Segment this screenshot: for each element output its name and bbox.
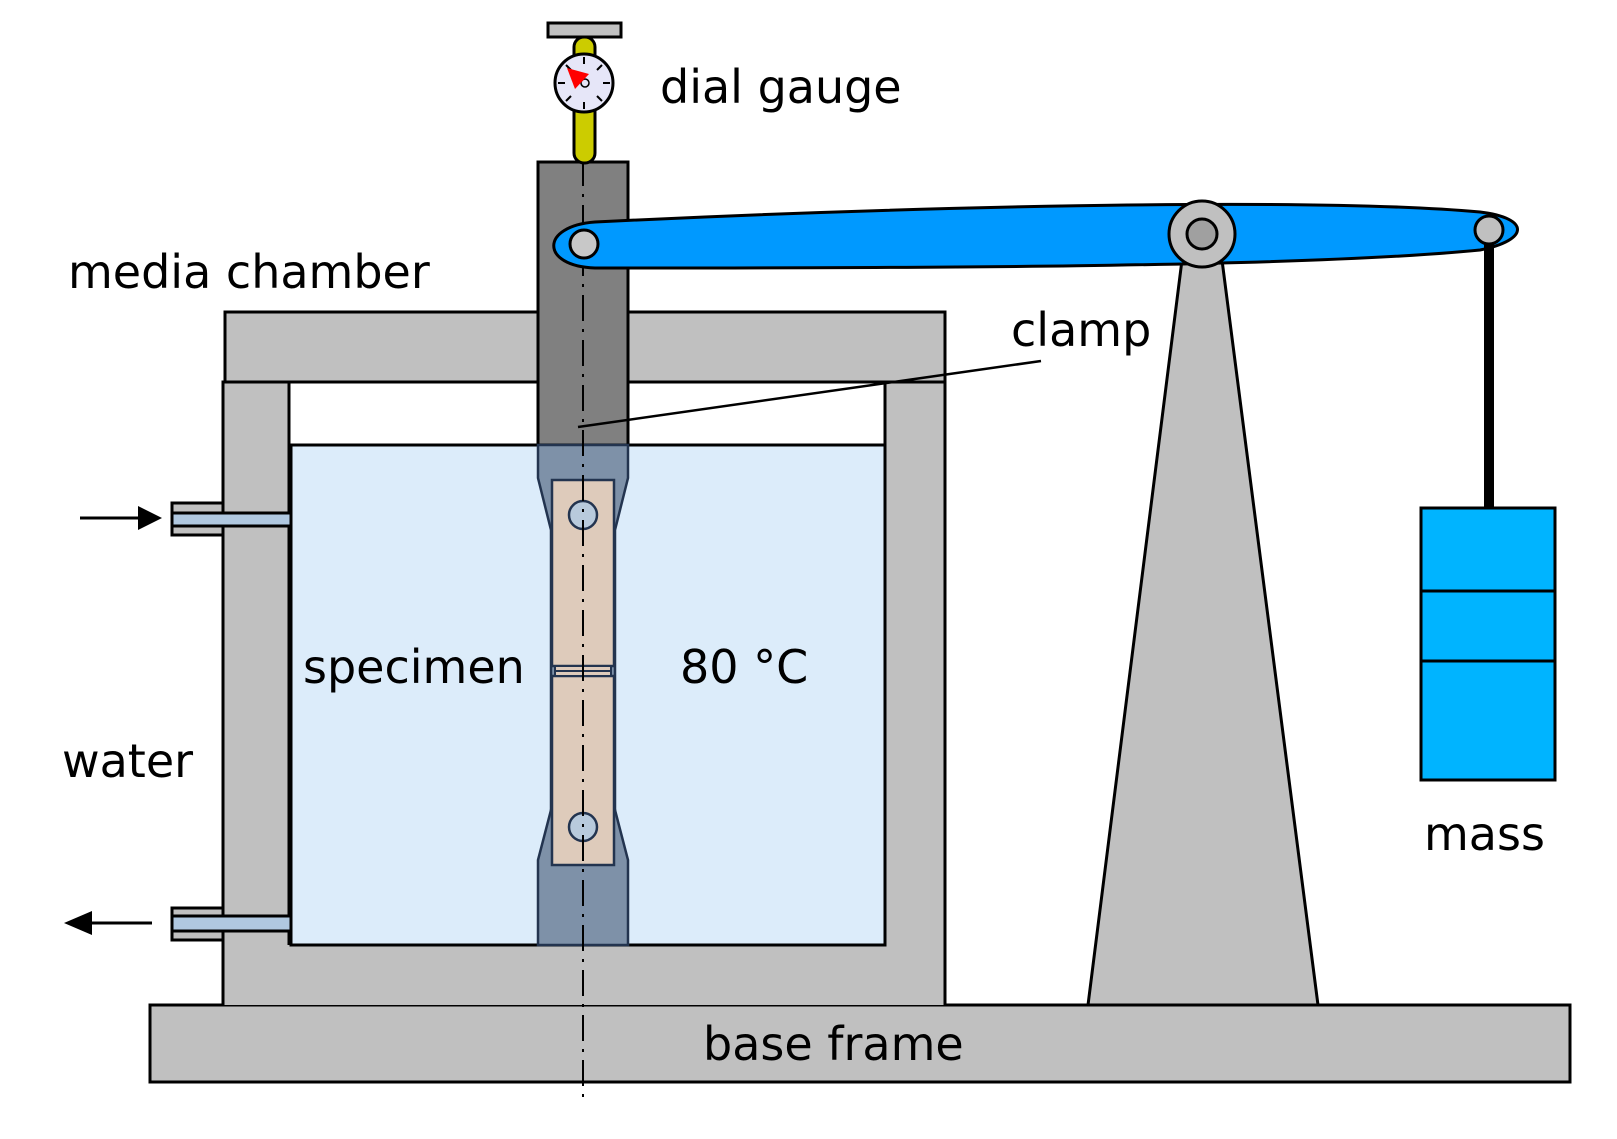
mass-stack xyxy=(1419,506,1557,782)
fulcrum-pivot-inner xyxy=(1185,217,1219,251)
label-clamp: clamp xyxy=(1011,303,1151,357)
lever-arm xyxy=(552,202,1519,270)
clamp-leader-line xyxy=(577,359,1042,429)
chamber-right-wall xyxy=(883,380,947,1007)
chamber-left-wall xyxy=(221,380,291,1007)
lever-right-pin xyxy=(1473,214,1505,246)
lever-left-pin xyxy=(568,228,600,260)
label-temperature: 80 °C xyxy=(680,640,808,694)
gauge-needle xyxy=(567,68,589,89)
inlet-arrow-icon xyxy=(80,506,162,530)
hanger-rod xyxy=(1484,240,1494,510)
fulcrum-stand xyxy=(1086,258,1320,1007)
water-outlet-pipe xyxy=(170,906,293,942)
label-mass: mass xyxy=(1424,807,1545,861)
label-media-chamber: media chamber xyxy=(68,245,430,299)
label-base-frame: base frame xyxy=(703,1017,964,1071)
label-water: water xyxy=(62,734,193,788)
label-dial-gauge: dial gauge xyxy=(660,60,902,114)
dial-gauge xyxy=(546,21,623,165)
label-specimen: specimen xyxy=(303,640,525,694)
base-frame xyxy=(148,1003,1572,1084)
water-inlet-pipe xyxy=(170,501,293,537)
outlet-arrow-icon xyxy=(64,911,152,935)
gauge-top-plate xyxy=(546,21,623,39)
